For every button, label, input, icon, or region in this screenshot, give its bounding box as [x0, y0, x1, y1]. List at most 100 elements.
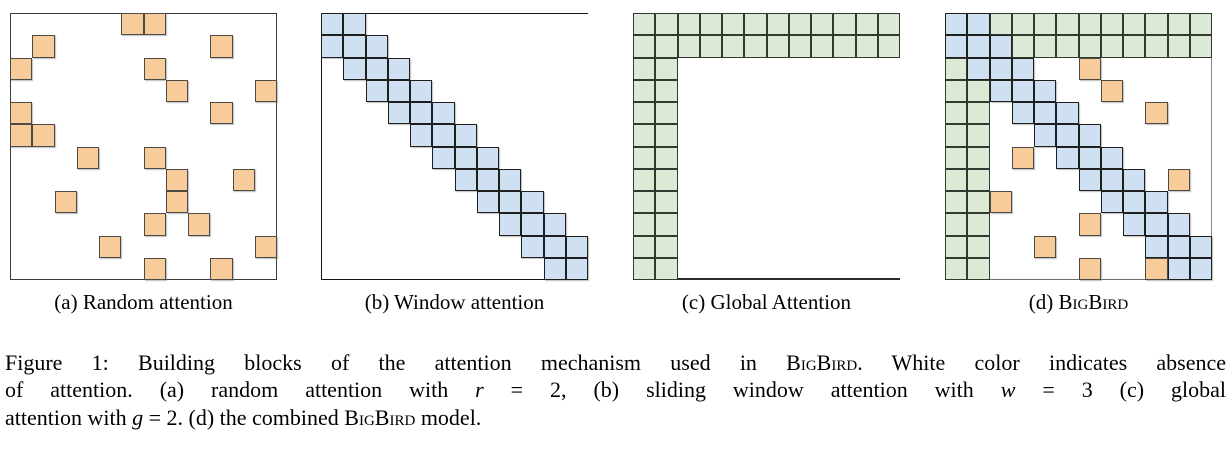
window-attention-cell [499, 191, 522, 214]
global-attention-cell [1034, 13, 1057, 36]
window-attention-cell [967, 35, 990, 58]
global-attention-cell [967, 124, 990, 147]
global-attention-cell [1123, 13, 1146, 36]
global-attention-cell [967, 168, 990, 191]
global-attention-cell [967, 79, 990, 102]
global-attention-cell [655, 79, 678, 102]
random-attention-cell [1100, 79, 1123, 102]
global-attention-cell [766, 13, 789, 36]
random-attention-cell [32, 124, 55, 147]
random-attention-cell [1078, 257, 1101, 280]
global-attention-cell [744, 13, 767, 36]
text-segment: (b) Window attention [364, 290, 545, 314]
window-attention-cell [1145, 191, 1168, 214]
random-attention-cell [121, 13, 144, 36]
text-segment: of attention. (a) random attention with [5, 377, 476, 403]
window-attention-cell [432, 102, 455, 125]
global-attention-cell [945, 124, 968, 147]
random-attention-cell [989, 191, 1012, 214]
global-attention-cell [633, 168, 656, 191]
global-attention-cell [1100, 13, 1123, 36]
global-attention-cell [811, 13, 834, 36]
window-attention-cell [989, 79, 1012, 102]
panel-window-attention: (b) Window attention [321, 13, 588, 314]
random-attention-cell [143, 57, 166, 80]
window-attention-cell [543, 213, 566, 236]
window-attention-cell [387, 57, 410, 80]
global-attention-cell [722, 35, 745, 58]
global-attention-cell [633, 124, 656, 147]
window-attention-cell [1189, 257, 1212, 280]
window-attention-cell [499, 168, 522, 191]
window-attention-cell [1100, 191, 1123, 214]
window-attention-cell [967, 13, 990, 36]
window-attention-cell [1100, 146, 1123, 169]
global-attention-cell [633, 191, 656, 214]
random-attention-cell [1167, 168, 1190, 191]
bigbird-attention-grid [945, 13, 1212, 280]
text-segment: model. [415, 404, 482, 430]
text-segment: (a) Random attention [54, 290, 233, 314]
window-attention-cell [1034, 102, 1057, 125]
window-attention-cell [1056, 146, 1079, 169]
caption-line-3: attention with g = 2. (d) the combined B… [5, 404, 1226, 431]
window-attention-cell [387, 102, 410, 125]
global-attention-cell [1167, 13, 1190, 36]
global-attention-cell [655, 102, 678, 125]
window-attention-cell [1056, 124, 1079, 147]
window-attention-cell [989, 35, 1012, 58]
random-attention-cell [188, 213, 211, 236]
window-attention-cell [432, 146, 455, 169]
window-attention-cell [343, 35, 366, 58]
smallcaps-text: BigBird [786, 350, 858, 375]
window-attention-cell [410, 79, 433, 102]
window-attention-cell [1011, 57, 1034, 80]
global-attention-cell [1100, 35, 1123, 58]
text-segment: . White color indicates absence [857, 350, 1227, 375]
random-attention-cell [1078, 213, 1101, 236]
global-attention-cell [945, 191, 968, 214]
math-variable: w [1000, 377, 1016, 403]
global-attention-cell [788, 35, 811, 58]
random-attention-cell [254, 235, 277, 258]
global-attention-cell [833, 13, 856, 36]
global-attention-cell [788, 13, 811, 36]
global-attention-cell [744, 35, 767, 58]
window-attention-cell [321, 35, 344, 58]
panel-global-attention: (c) Global Attention [633, 13, 900, 314]
global-attention-cell [945, 57, 968, 80]
global-attention-cell [633, 146, 656, 169]
global-attention-cell [945, 213, 968, 236]
window-attention-cell [989, 57, 1012, 80]
global-attention-cell [877, 35, 900, 58]
global-attention-cell [855, 35, 878, 58]
window-attention-cell [321, 13, 344, 36]
global-attention-cell [945, 235, 968, 258]
window-attention-cell [1011, 79, 1034, 102]
window-attention-cell [521, 235, 544, 258]
global-attention-cell [1145, 13, 1168, 36]
global-attention-cell [967, 235, 990, 258]
window-attention-cell [945, 13, 968, 36]
text-segment: Figure 1: Building blocks of the attenti… [5, 350, 787, 375]
window-attention-cell [365, 35, 388, 58]
window-attention-cell [1078, 146, 1101, 169]
window-attention-cell [1189, 235, 1212, 258]
panel-c-caption: (c) Global Attention [633, 290, 900, 314]
random-attention-cell [76, 146, 99, 169]
window-attention-cell [410, 102, 433, 125]
random-attention-cell [210, 35, 233, 58]
random-attention-cell [1011, 146, 1034, 169]
text-segment: = 2. (d) the combined [143, 404, 345, 430]
window-attention-cell [1078, 124, 1101, 147]
random-attention-grid [10, 13, 277, 280]
global-attention-cell [633, 213, 656, 236]
random-attention-cell [232, 168, 255, 191]
window-attention-cell [1167, 235, 1190, 258]
math-variable: r [475, 377, 484, 403]
window-attention-cell [387, 79, 410, 102]
random-attention-cell [165, 168, 188, 191]
window-attention-cell [1034, 124, 1057, 147]
panel-a-caption: (a) Random attention [10, 290, 277, 314]
